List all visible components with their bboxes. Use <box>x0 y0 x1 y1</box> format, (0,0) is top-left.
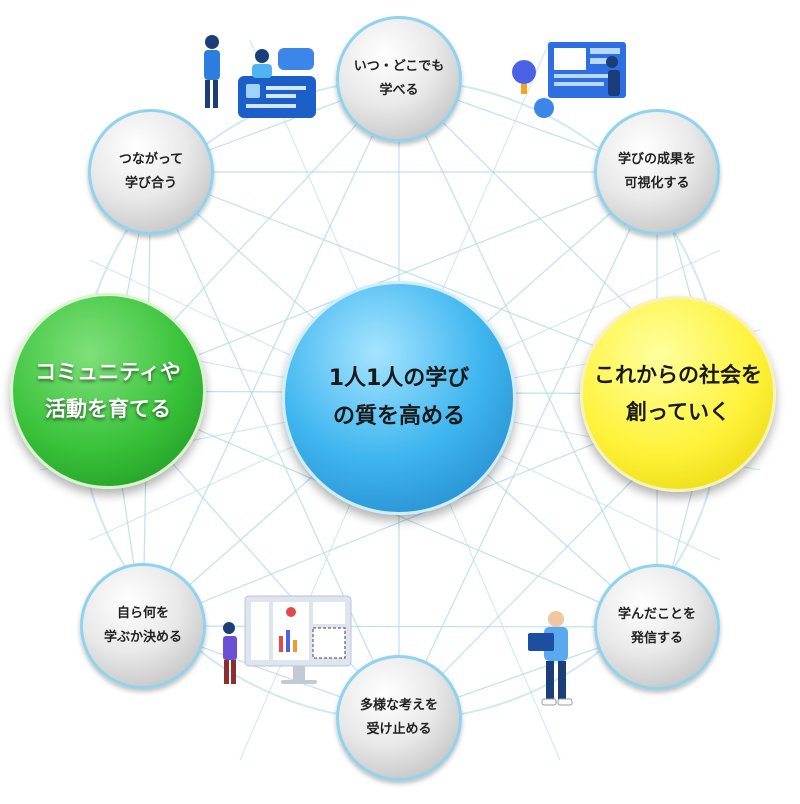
node-grow-community: コミュニティや 活動を育てる <box>10 293 206 489</box>
node-improve-learning-quality: 1人1人の学び の質を高める <box>282 281 516 515</box>
node-decide-what-to-learn: 自ら何を 学ぶか決める <box>80 563 206 689</box>
node-label: コミュニティや 活動を育てる <box>35 360 181 421</box>
node-label: 自ら何を 学ぶか決める <box>103 605 182 645</box>
node-label: 多様な考えを 受け止める <box>359 697 438 737</box>
people-chat-icon <box>204 35 316 118</box>
node-label: つながって 学び合う <box>118 151 184 191</box>
network-line <box>142 78 400 627</box>
network-line <box>150 171 400 719</box>
node-create-future-society: これからの社会を 創っていく <box>580 296 776 492</box>
node-accept-diverse-ideas: 多様な考えを 受け止める <box>336 655 462 781</box>
node-label: 学んだことを 発信する <box>617 606 696 646</box>
node-label: いつ・どこでも 学べる <box>353 58 445 98</box>
student-laptop-icon <box>528 611 573 706</box>
node-label: 学びの成果を 可視化する <box>617 151 696 191</box>
node-label: これからの社会を 創っていく <box>594 363 762 424</box>
dashboard-monitor-icon <box>223 595 352 684</box>
node-learn-anywhere: いつ・どこでも 学べる <box>336 16 462 142</box>
node-connect-and-learn: つながって 学び合う <box>88 109 214 235</box>
node-visualize-results: 学びの成果を 可視化する <box>594 109 720 235</box>
node-label: 1人1人の学び の質を高める <box>328 365 470 430</box>
network-line <box>398 78 658 628</box>
presentation-board-icon <box>512 42 626 118</box>
node-share-learning: 学んだことを 発信する <box>594 564 720 690</box>
